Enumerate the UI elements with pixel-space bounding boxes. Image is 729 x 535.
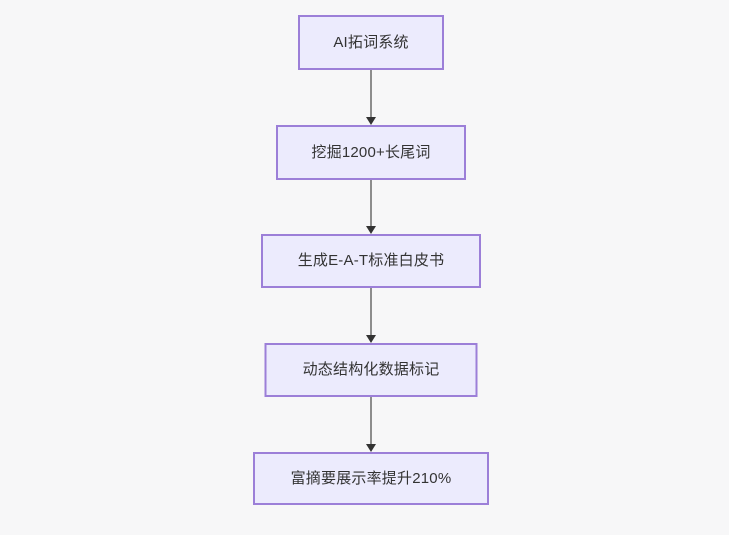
flow-node-ai-keyword-system[interactable]: AI拓词系统 xyxy=(298,15,444,70)
connector-line xyxy=(370,397,372,444)
flow-node-label: 富摘要展示率提升210% xyxy=(290,469,452,487)
connector-n1-n2 xyxy=(364,70,378,125)
arrowhead-icon xyxy=(366,117,376,125)
arrowhead-icon xyxy=(366,335,376,343)
connector-line xyxy=(370,70,372,117)
connector-line xyxy=(370,288,372,335)
connector-line xyxy=(370,180,372,226)
connector-n2-n3 xyxy=(364,180,378,234)
flow-node-label: 动态结构化数据标记 xyxy=(302,361,440,378)
arrowhead-icon xyxy=(366,226,376,234)
flow-node-label: 生成E-A-T标准白皮书 xyxy=(297,252,445,269)
connector-n3-n4 xyxy=(364,288,378,343)
connector-n4-n5 xyxy=(364,397,378,452)
flow-node-structured-data-markup[interactable]: 动态结构化数据标记 xyxy=(264,343,478,397)
flow-node-label: 挖掘1200+长尾词 xyxy=(311,143,431,161)
arrowhead-icon xyxy=(366,444,376,452)
flow-node-eat-whitepaper[interactable]: 生成E-A-T标准白皮书 xyxy=(261,234,481,288)
flow-node-rich-snippet-result[interactable]: 富摘要展示率提升210% xyxy=(253,452,489,505)
flow-node-longtail-mining[interactable]: 挖掘1200+长尾词 xyxy=(276,125,466,180)
flow-node-label: AI拓词系统 xyxy=(333,33,409,51)
